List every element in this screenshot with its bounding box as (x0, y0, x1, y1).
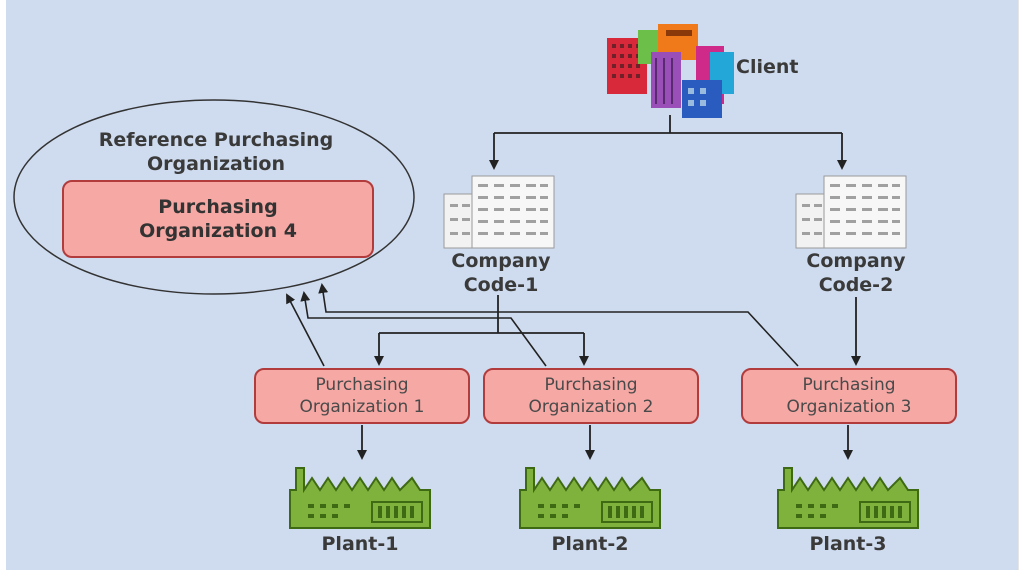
reference-title-line1: Reference Purchasing (98, 129, 334, 151)
purchasing-org-2-line2: Organization 2 (528, 397, 654, 417)
company-code-1-line1: Company (451, 250, 551, 272)
factory-icon-1 (289, 467, 431, 529)
purchasing-org-3-line2: Organization 3 (786, 397, 912, 417)
purchasing-org-1-box: Purchasing Organization 1 (254, 368, 470, 424)
purchasing-org-4-line1: Purchasing (158, 196, 278, 218)
company-code-2-line2: Code-2 (818, 274, 894, 296)
company-code-2-label: Company Code-2 (781, 249, 931, 297)
plant-1-label: Plant-1 (321, 533, 399, 555)
plant-2-label: Plant-2 (551, 533, 629, 555)
cc1-connector (374, 295, 589, 366)
purchasing-org-3-box: Purchasing Organization 3 (741, 368, 957, 424)
diagram-canvas: Client Reference Purchasing Organization… (6, 0, 1019, 570)
company-code-1-line2: Code-1 (463, 274, 539, 296)
purchasing-org-3-line1: Purchasing (802, 375, 896, 395)
purchasing-org-1-line1: Purchasing (315, 375, 409, 395)
purchasing-org-4-line2: Organization 4 (139, 220, 297, 242)
company-building-icon-1 (443, 175, 555, 249)
client-label: Client (736, 56, 799, 78)
client-buildings-icon (607, 24, 734, 118)
plant-3-label: Plant-3 (809, 533, 887, 555)
connector-layer (13, 24, 919, 529)
company-code-2-line1: Company (806, 250, 906, 272)
factory-icon-3 (777, 467, 919, 529)
reference-ellipse (13, 99, 415, 295)
purchasing-org-2-line1: Purchasing (544, 375, 638, 395)
company-building-icon-2 (795, 175, 907, 249)
purchasing-org-4-box: Purchasing Organization 4 (62, 180, 374, 258)
factory-icon-2 (519, 467, 661, 529)
purchasing-org-2-box: Purchasing Organization 2 (483, 368, 699, 424)
reference-title-line2: Organization (146, 153, 286, 175)
purchasing-org-1-line2: Organization 1 (299, 397, 425, 417)
reference-connectors (286, 283, 799, 367)
reference-title: Reference Purchasing Organization (46, 128, 386, 176)
plant-connectors (357, 425, 853, 460)
company-code-1-label: Company Code-1 (426, 249, 576, 297)
client-connector (489, 115, 847, 170)
